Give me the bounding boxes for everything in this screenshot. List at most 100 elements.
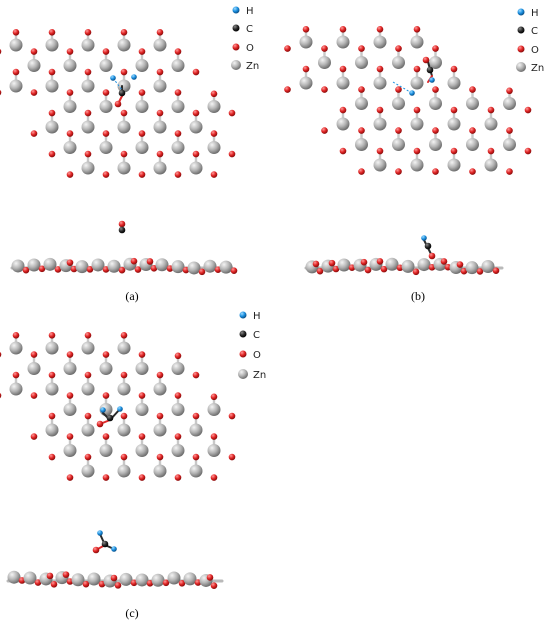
h-atom: [110, 75, 116, 81]
o-atom: [48, 109, 56, 117]
o-atom: [86, 266, 94, 273]
panel-b-top-view: [284, 25, 532, 175]
o-atom: [66, 351, 74, 358]
o-atom: [432, 127, 439, 134]
c-atom: [424, 242, 432, 250]
c-atom: [426, 66, 434, 74]
zn-atom: [373, 158, 387, 172]
zn-atom: [189, 161, 203, 175]
zn-atom: [153, 423, 167, 437]
zn-atom: [189, 464, 203, 478]
zn-atom: [171, 403, 185, 416]
legend-a-zn-label: Zn: [246, 61, 259, 72]
legend-b-zn-swatch: [516, 62, 526, 72]
zn-atom: [466, 97, 479, 110]
zn-atom: [373, 117, 387, 131]
o-atom: [110, 574, 118, 582]
o-atom: [12, 331, 20, 339]
legend-a-c-label: C: [246, 24, 253, 35]
o-atom: [192, 109, 200, 117]
o-atom: [487, 147, 495, 155]
o-atom: [332, 265, 340, 273]
zn-atom: [81, 341, 95, 355]
o-atom: [84, 68, 92, 76]
zn-atom: [336, 35, 350, 49]
panel-c: (c): [0, 331, 236, 620]
o-atom: [120, 109, 128, 117]
zn-atom: [207, 141, 221, 154]
o-atom: [492, 267, 500, 275]
o-atom: [302, 65, 310, 73]
o-atom: [62, 571, 70, 578]
o-atom: [46, 572, 54, 580]
zn-atom: [63, 444, 77, 457]
o-atom: [476, 268, 484, 275]
zn-atom: [117, 161, 131, 175]
c-atom: [101, 540, 109, 548]
o-atom: [358, 127, 365, 134]
zn-atom: [135, 573, 149, 587]
zn-atom: [336, 117, 350, 131]
o-atom: [138, 351, 146, 358]
zn-atom: [410, 158, 424, 172]
o-atom: [120, 371, 128, 379]
o-atom: [34, 579, 42, 586]
zn-atom: [153, 161, 167, 175]
zn-atom: [466, 138, 479, 151]
o-atom: [84, 331, 92, 339]
zn-atom: [117, 38, 131, 52]
zn-atom: [99, 59, 113, 72]
o-atom: [376, 106, 384, 114]
o-atom: [82, 580, 90, 588]
o-atom: [120, 453, 128, 461]
zn-atom: [99, 141, 113, 154]
zn-atom: [410, 76, 424, 90]
zn-atom: [63, 100, 77, 113]
o-atom: [432, 45, 439, 52]
zn-atom: [63, 59, 77, 72]
zn-atom: [153, 120, 167, 134]
o-atom: [138, 89, 146, 96]
zn-atom: [187, 261, 201, 275]
o-atom: [228, 150, 236, 158]
legend-a: H C O Zn: [231, 6, 259, 72]
h-atom: [429, 77, 435, 83]
o-atom: [450, 65, 458, 73]
o-atom: [413, 106, 421, 114]
panel-c-top-view: [0, 331, 236, 481]
o-atom: [138, 474, 146, 481]
zn-atom: [153, 79, 167, 93]
zn-atom: [171, 100, 185, 113]
o-atom: [422, 56, 430, 64]
zn-atom: [189, 423, 203, 437]
o-atom: [114, 582, 122, 589]
zn-atom: [392, 97, 405, 110]
o-atom: [228, 453, 236, 461]
zn-atom: [9, 79, 23, 93]
o-atom: [192, 150, 200, 158]
o-atom: [210, 433, 218, 440]
zn-atom: [45, 79, 59, 93]
legend-c-c-swatch: [239, 330, 247, 338]
zn-atom: [135, 403, 149, 416]
o-atom: [395, 127, 402, 134]
zn-atom: [171, 444, 185, 457]
zn-atom: [219, 260, 233, 274]
o-atom: [102, 266, 110, 273]
o-atom: [210, 90, 218, 98]
zn-atom: [81, 161, 95, 175]
zn-atom: [207, 100, 221, 113]
zn-atom: [355, 97, 368, 110]
o-atom: [395, 86, 402, 93]
o-atom: [192, 453, 200, 461]
panel-a: (a): [0, 28, 238, 303]
o-atom: [206, 574, 214, 581]
o-atom: [487, 106, 495, 114]
panel-b: (b): [284, 25, 532, 303]
o-atom: [174, 48, 182, 55]
o-atom: [120, 331, 128, 339]
hydrogen-bond: [392, 81, 411, 93]
zn-atom: [355, 56, 368, 69]
o-atom: [192, 412, 200, 420]
zn-atom: [481, 259, 495, 273]
